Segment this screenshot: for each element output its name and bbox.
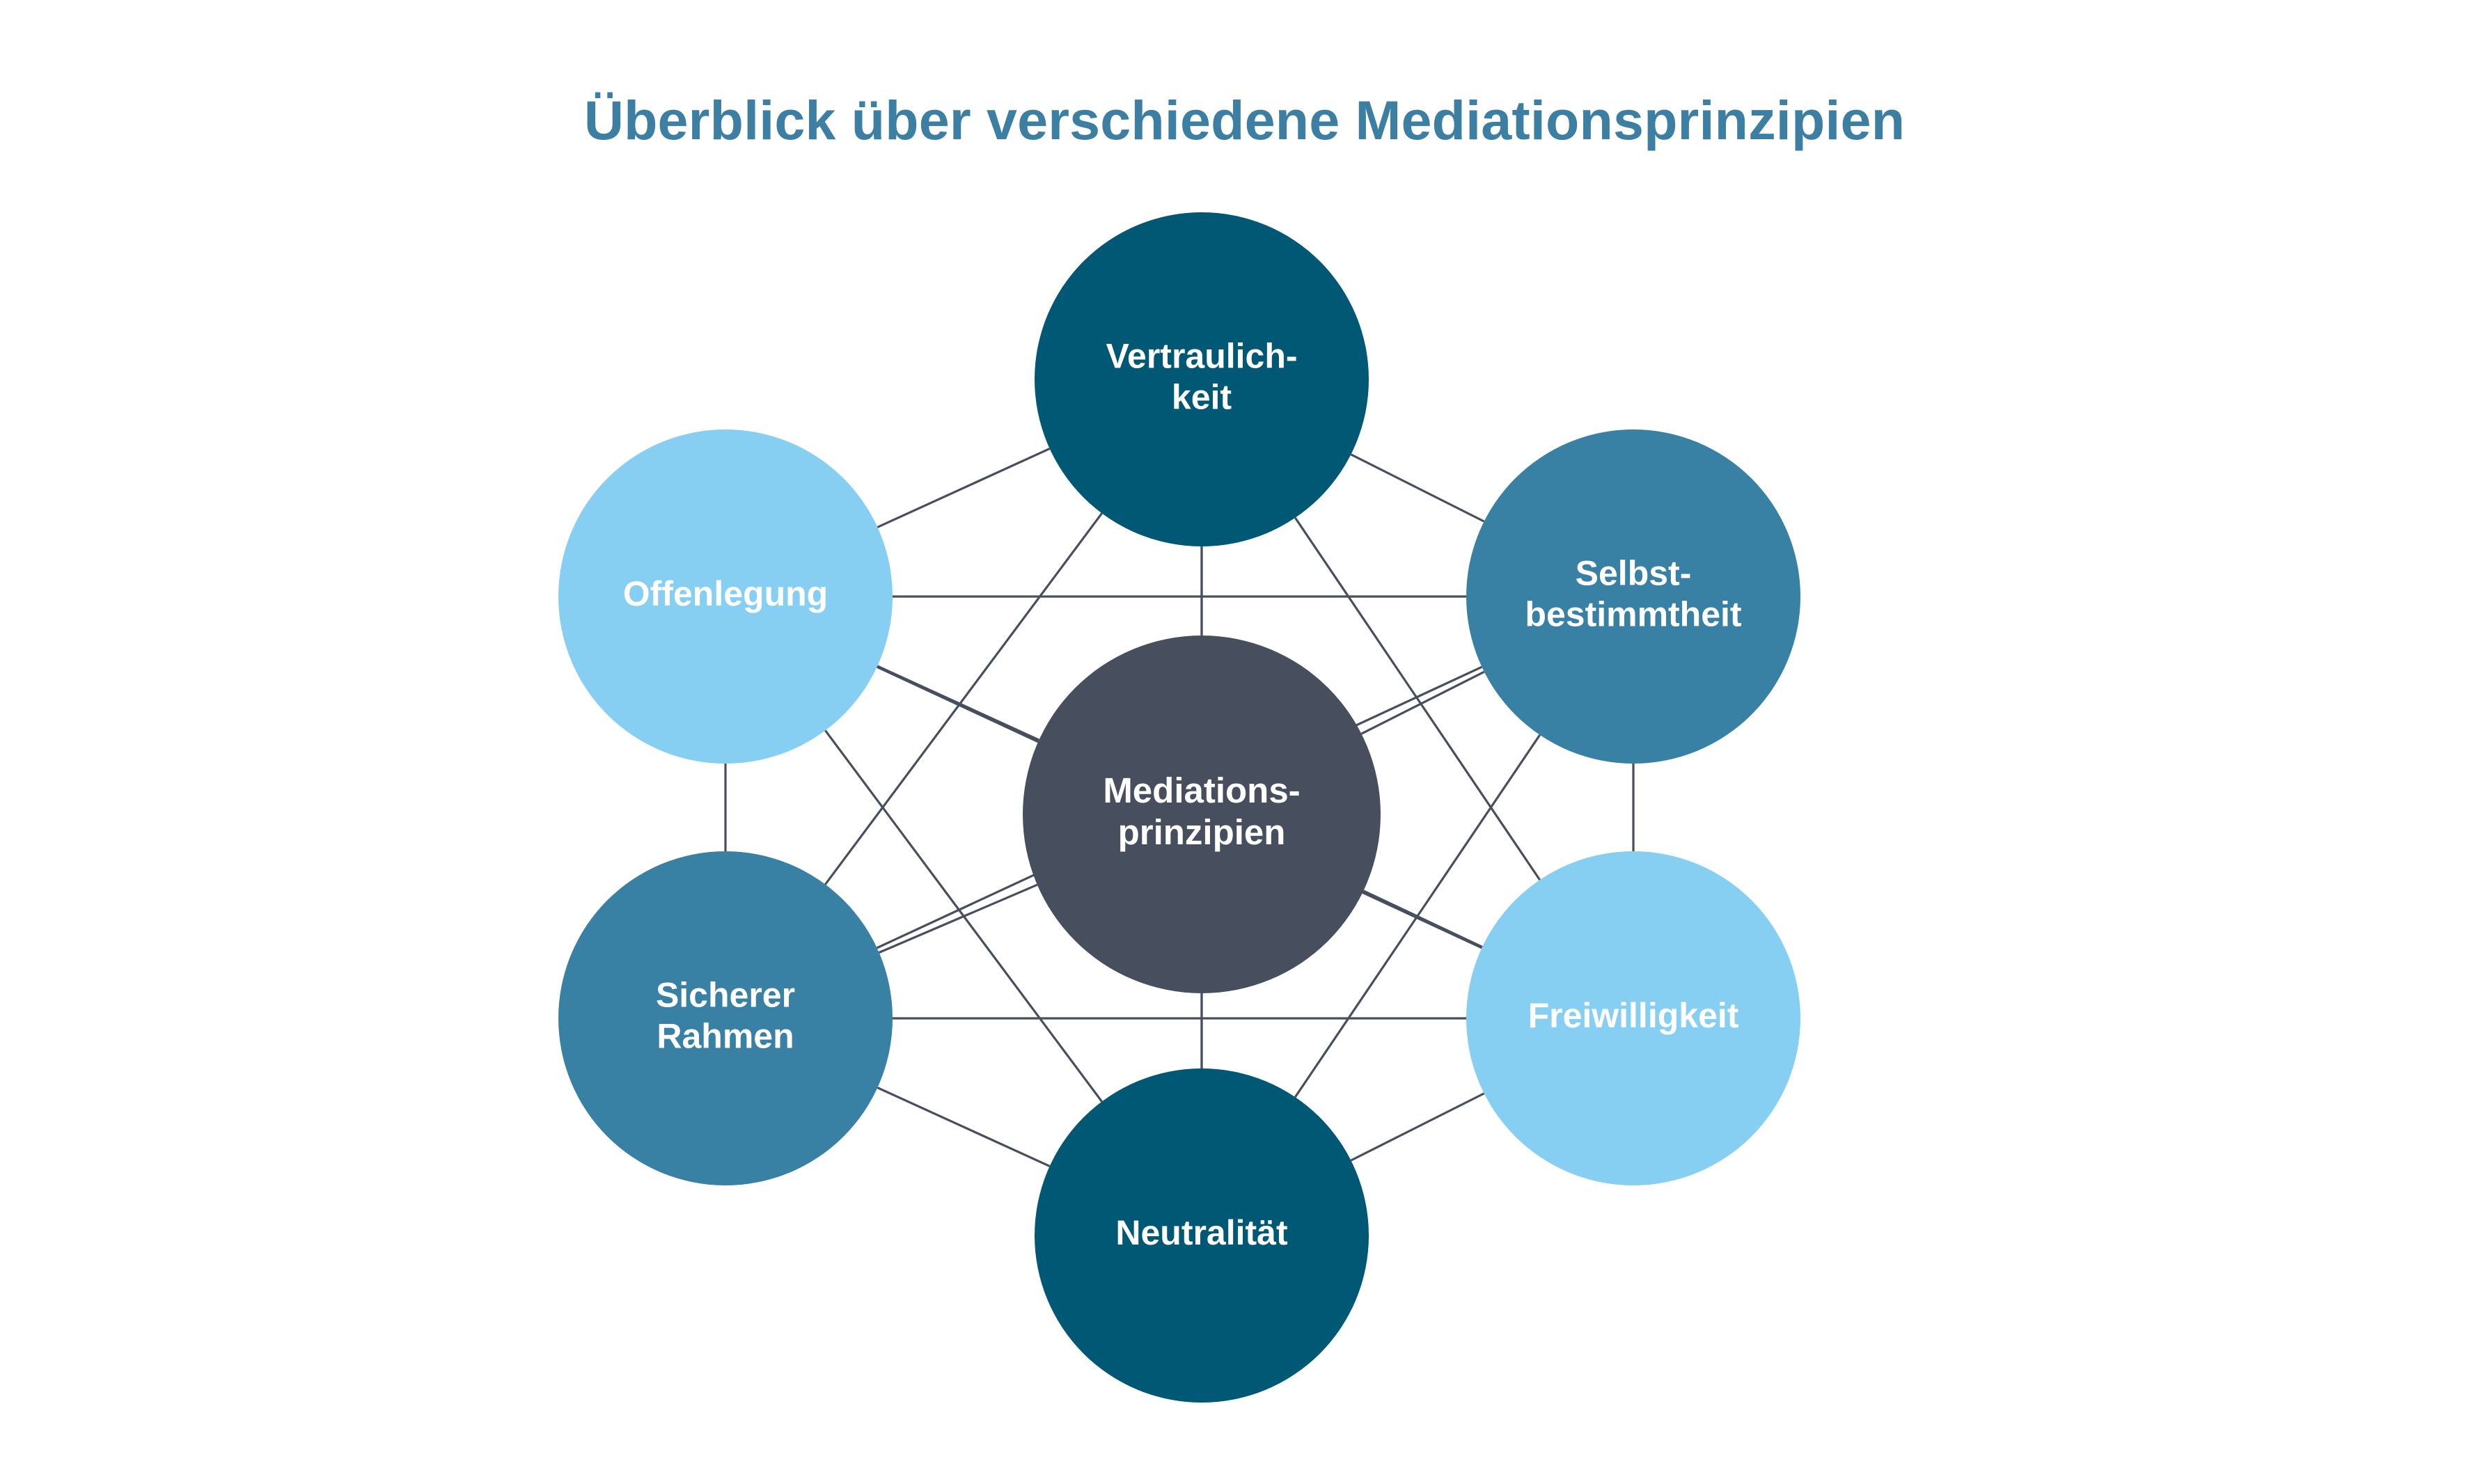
node-label-selbstbestimmtheit: Selbst-bestimmtheit [1525,554,1742,634]
connector-line-neutralitaet-to-sicherer-rahmen [877,1087,1051,1167]
connector-line-offenlegung-to-mediationsprinzipien [877,665,1039,741]
node-freiwilligkeit[interactable]: Freiwilligkeit [1466,851,1800,1185]
node-label-mediationsprinzipien: Mediations-prinzipien [1103,771,1300,852]
connector-line-freiwilligkeit-to-mediationsprinzipien [1363,890,1483,948]
node-circle-mediationsprinzipien[interactable] [1023,636,1381,993]
node-circle-vertraulichkeit[interactable] [1035,212,1369,546]
connector-line-vertraulichkeit-to-freiwilligkeit [1294,516,1541,881]
connector-line-freiwilligkeit-to-neutralitaet [1350,1092,1485,1162]
node-label-vertraulichkeit: Vertraulich-keit [1106,337,1297,417]
connector-lines-group [724,448,1635,1167]
node-selbstbestimmtheit[interactable]: Selbst-bestimmtheit [1466,429,1800,764]
node-circle-selbstbestimmtheit[interactable] [1466,429,1800,764]
connector-line-offenlegung-to-vertraulichkeit [877,448,1051,528]
node-neutralitaet[interactable]: Neutralität [1035,1068,1369,1403]
connector-line-neutralitaet-to-offenlegung [824,729,1103,1103]
connector-line-selbstbestimmtheit-to-neutralitaet [1294,734,1541,1098]
node-circle-sicherer-rahmen[interactable] [558,851,893,1185]
node-label-offenlegung: Offenlegung [623,574,828,613]
node-circle-freiwilligkeit[interactable] [1466,851,1800,1185]
nodes-group: Vertraulich-keitSelbst-bestimmtheitFreiw… [558,212,1800,1403]
node-circle-offenlegung[interactable] [558,429,893,764]
node-offenlegung[interactable]: Offenlegung [558,429,893,764]
node-circle-neutralitaet[interactable] [1035,1068,1369,1403]
connector-line-vertraulichkeit-to-sicherer-rahmen [824,512,1103,885]
node-mediationsprinzipien[interactable]: Mediations-prinzipien [1023,636,1381,993]
connector-line-selbstbestimmtheit-to-mediationsprinzipien [1360,670,1485,735]
node-label-neutralitaet: Neutralität [1115,1213,1288,1252]
page-title: Überblick über verschiedene Mediationspr… [583,89,1906,151]
connector-line-vertraulichkeit-to-selbstbestimmtheit [1350,453,1485,523]
node-vertraulichkeit[interactable]: Vertraulich-keit [1035,212,1369,546]
node-label-freiwilligkeit: Freiwilligkeit [1528,996,1739,1035]
connector-line-sicherer-rahmen-to-mediationsprinzipien [878,883,1038,954]
